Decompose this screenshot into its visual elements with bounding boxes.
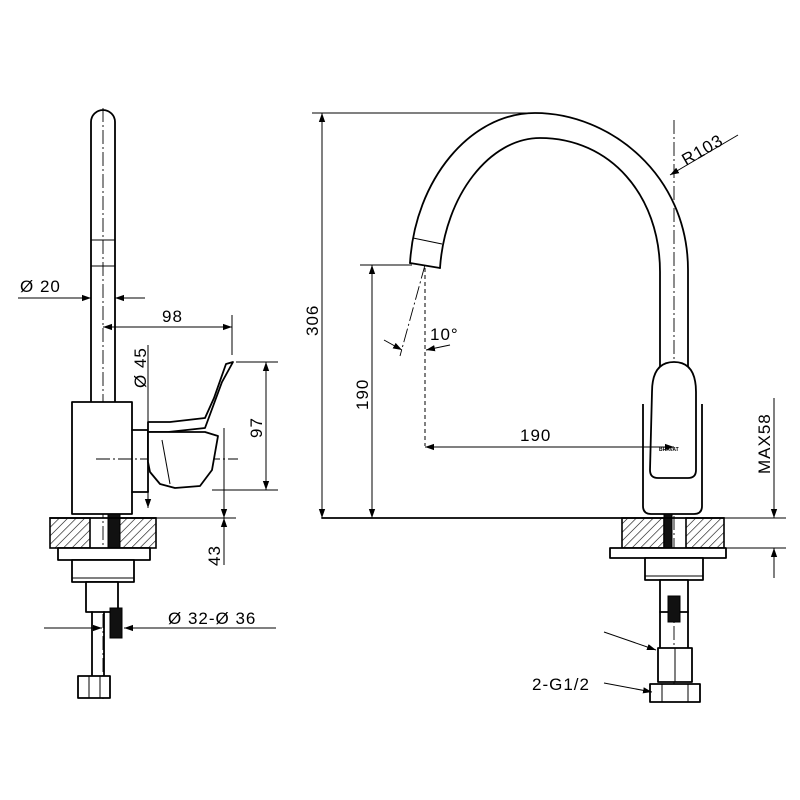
front-deck-hatch-left — [621, 517, 665, 549]
dim-angle-arrow-left — [383, 339, 403, 351]
front-hose-nut — [649, 683, 701, 703]
side-view: Ø 20 98 Ø 45 97 43 Ø 32-Ø 36 — [18, 108, 278, 700]
front-washer — [609, 547, 727, 559]
side-handle-body — [147, 431, 219, 489]
front-handle — [649, 361, 697, 479]
dim-handle-height: 97 — [247, 417, 266, 438]
dim-outlet-height: 190 — [353, 379, 372, 410]
dim-connection: 2-G1/2 — [532, 675, 590, 694]
spout-tip-ring — [412, 237, 443, 245]
spout-outlet-axis — [399, 264, 426, 357]
side-threaded-stud — [85, 581, 119, 613]
front-deck-hatch-right — [685, 517, 725, 549]
dim-max-deck: MAX58 — [755, 413, 774, 474]
dim-body-diameter: Ø 45 — [131, 347, 150, 388]
side-hose-black — [109, 607, 123, 639]
front-stud-black — [667, 595, 681, 623]
front-shank-black — [663, 513, 673, 549]
front-view: BRAVAT 306 R103 10° 190 — [303, 112, 786, 703]
dim-mount-hole: Ø 32-Ø 36 — [168, 609, 256, 628]
side-deck-hatch-right — [115, 517, 157, 549]
dim-spout-radius: R103 — [679, 131, 727, 170]
front-nut — [644, 557, 704, 581]
dim-spout-angle: 10° — [430, 325, 459, 344]
brand-mark: BRAVAT — [659, 447, 679, 453]
dim-angle-arrow-right — [425, 344, 451, 352]
dim-spout-diameter: Ø 20 — [20, 277, 61, 296]
side-nut — [71, 559, 135, 583]
handle-edge — [161, 439, 171, 485]
dim-connection-leader-1 — [603, 631, 657, 651]
dim-connection-leader-2 — [603, 682, 653, 694]
dim-base-height: 43 — [205, 545, 224, 566]
dim-spout-reach: 190 — [520, 426, 551, 445]
side-body — [71, 401, 133, 515]
side-shank-black — [107, 513, 121, 549]
side-handle-lever — [147, 361, 234, 433]
dim-handle-reach: 98 — [162, 307, 183, 326]
dim-radius-leader — [669, 134, 739, 176]
front-spout-inner — [439, 137, 661, 373]
dim-total-height: 306 — [303, 305, 322, 336]
side-deck-hatch-left — [49, 517, 91, 549]
side-washer — [57, 547, 151, 561]
side-hose-nut — [77, 675, 111, 699]
